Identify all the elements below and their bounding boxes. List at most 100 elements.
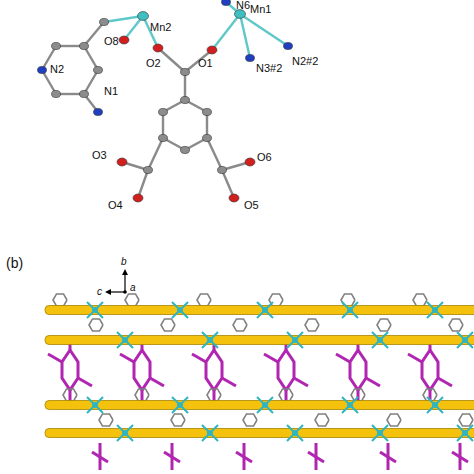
mn-centre [427,397,443,413]
atom-label: N1 [104,86,118,97]
atom-label: Mn2 [150,22,171,33]
pyrazine [63,389,77,401]
pyrazine [135,389,149,401]
atom-label: N2 [50,64,64,75]
bond-lines [42,2,288,198]
ligand [452,452,468,462]
atom-label: O4 [108,200,123,211]
atom [138,12,149,21]
bond [185,50,212,72]
pyrazine [387,414,401,426]
atoms [38,0,293,202]
mn-centre [427,302,443,318]
pyrazine [459,414,473,426]
mn-centre [202,332,218,348]
pyrazine [351,389,365,401]
ligand [366,378,380,386]
ligand [192,354,206,362]
ligand [92,452,108,462]
atom [159,134,168,141]
bond [104,16,143,22]
mn-centre [87,302,103,318]
atom-label: N2#2 [292,56,318,67]
ligand [438,378,452,386]
atom [80,90,89,97]
ligand [78,378,92,386]
atom [80,42,89,49]
atom [52,42,61,49]
pyrazine [197,294,211,306]
mn-centre [172,397,188,413]
pyrazine [99,414,113,426]
bond [84,46,98,70]
ligand [164,452,180,462]
atom [52,90,61,97]
ligand [236,452,252,462]
atom [181,68,190,75]
atom [144,166,153,173]
bond [148,138,163,170]
atom [203,134,212,141]
mn-centre [287,425,303,441]
atom-label: O2 [146,58,161,69]
ligand [150,378,164,386]
mn-centre [372,425,388,441]
ligand [120,354,134,362]
pyrazine [207,389,221,401]
bond [184,72,186,100]
atom [284,42,293,49]
mn-centre [342,397,358,413]
mn-centre [257,302,273,318]
mn-centre [457,332,473,348]
pyrazine [233,319,247,331]
ligand [264,354,278,362]
axis-label: a [130,283,136,293]
mn-centre [87,397,103,413]
atom [181,96,190,103]
mn-chain-rod [45,306,474,315]
bond [84,70,98,94]
packing-view [45,269,474,470]
bond [138,170,148,198]
atom-label: O6 [257,152,272,163]
pyrazine [305,319,319,331]
pyrazine [315,414,329,426]
bond [84,22,104,46]
ligand [278,350,294,390]
bond [222,170,234,198]
atom [229,194,239,202]
atom [94,66,103,73]
bond [207,138,222,170]
mn-centre [457,425,473,441]
mn-chain-rod [45,429,474,438]
atom-label: O1 [198,58,213,69]
mn-centre [117,425,133,441]
atom [207,46,217,54]
atom [159,108,168,115]
atom [245,158,255,166]
atom [246,54,255,61]
atom [117,158,127,166]
mn-centre [342,302,358,318]
atom [153,44,163,52]
atom [94,108,103,115]
bond [240,14,288,46]
atom [119,36,129,44]
pyrazine [171,414,185,426]
atom [133,194,143,202]
atom-label: O8 [104,36,119,47]
ligand [350,350,366,390]
mn-centre [257,397,273,413]
pyrazine [89,319,103,331]
ligand [62,350,78,390]
mn-centre [202,425,218,441]
atom [181,146,190,153]
axis-label: b [121,257,127,267]
atom [218,166,227,173]
pyrazine [243,414,257,426]
bond [158,48,185,72]
ligand [294,378,308,386]
axis-heads [105,269,128,295]
mn-chain-rod [45,336,474,345]
